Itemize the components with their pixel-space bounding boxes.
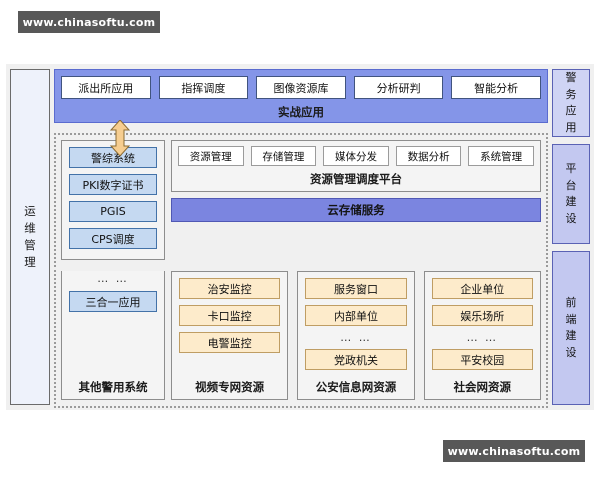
resource-box-enterprise-unit[interactable]: 企业单位	[431, 278, 533, 299]
front-end-resources-region: … … 三合一应用 其他警用系统 治安监控 卡口监控 电警监控 视频专网资源 服…	[54, 265, 548, 408]
ops-management-column: 运维管理	[10, 69, 50, 405]
app-box-command-dispatch[interactable]: 指挥调度	[158, 76, 249, 99]
resource-box-checkpoint-monitor[interactable]: 卡口监控	[179, 305, 281, 326]
resource-group-social-network-caption: 社会网资源	[453, 380, 512, 394]
resource-box-party-government[interactable]: 党政机关	[305, 349, 407, 370]
legacy-systems-panel: 警综系统 PKI数字证书 PGIS CPS调度	[61, 140, 165, 260]
app-box-image-library[interactable]: 图像资源库	[256, 76, 346, 99]
legacy-box-cps[interactable]: CPS调度	[69, 228, 157, 249]
applications-row: 派出所应用 指挥调度 图像资源库 分析研判 智能分析	[61, 76, 541, 99]
resource-box-internal-unit[interactable]: 内部单位	[305, 305, 407, 326]
legacy-box-sanheyi[interactable]: 三合一应用	[69, 291, 157, 312]
platform-box-media-distribution[interactable]: 媒体分发	[323, 146, 389, 166]
resource-box-traffic-police-monitor[interactable]: 电警监控	[179, 332, 281, 353]
resource-group-police-infonet-ellipsis: … …	[340, 331, 372, 344]
cloud-storage-service-bar[interactable]: 云存储服务	[171, 198, 541, 222]
platform-box-system-mgmt[interactable]: 系统管理	[468, 146, 534, 166]
double-arrow-up-down-icon	[109, 120, 131, 156]
tier-platform-construction: 平台建设	[552, 144, 590, 244]
legacy-ellipsis: … …	[97, 272, 129, 285]
resource-group-video-network: 治安监控 卡口监控 电警监控 视频专网资源	[171, 271, 289, 400]
resource-box-safe-campus[interactable]: 平安校园	[431, 349, 533, 370]
resource-group-police-infonet: 服务窗口 内部单位 … … 党政机关 公安信息网资源	[297, 271, 415, 400]
tier-platform-construction-label: 平台建设	[565, 162, 577, 225]
legacy-systems-caption: 其他警用系统	[78, 380, 148, 394]
resource-group-social-network-ellipsis: … …	[466, 331, 499, 344]
platform-modules-row: 资源管理 存储管理 媒体分发 数据分析 系统管理	[178, 146, 534, 166]
tier-front-end-construction-label: 前端建设	[565, 296, 577, 359]
resource-management-platform: 资源管理 存储管理 媒体分发 数据分析 系统管理 资源管理调度平台	[171, 140, 541, 192]
resource-group-video-network-caption: 视频专网资源	[195, 380, 265, 394]
app-box-intelligent-analysis[interactable]: 智能分析	[451, 76, 541, 99]
platform-caption: 资源管理调度平台	[310, 172, 402, 186]
ops-management-label: 运维管理	[24, 203, 36, 270]
tier-police-applications: 警务应用	[552, 69, 590, 137]
platform-box-resource-mgmt[interactable]: 资源管理	[178, 146, 244, 166]
tier-police-applications-label: 警务应用	[565, 71, 577, 134]
resource-box-service-window[interactable]: 服务窗口	[305, 278, 407, 299]
app-box-paichusuo[interactable]: 派出所应用	[61, 76, 151, 99]
tier-front-end-construction: 前端建设	[552, 251, 590, 405]
resource-box-entertainment-venue[interactable]: 娱乐场所	[431, 305, 533, 326]
watermark-bottom: www.chinasoftu.com	[443, 440, 585, 462]
platform-stack: 资源管理 存储管理 媒体分发 数据分析 系统管理 资源管理调度平台 云存储服务	[171, 140, 541, 260]
tier-column: 警务应用 平台建设 前端建设	[552, 69, 590, 405]
applications-band-caption: 实战应用	[278, 105, 324, 119]
platform-box-data-analysis[interactable]: 数据分析	[395, 146, 462, 166]
resource-group-social-network: 企业单位 娱乐场所 … … 平安校园 社会网资源	[423, 271, 541, 400]
resource-box-public-security-monitor[interactable]: 治安监控	[179, 278, 281, 299]
watermark-top: www.chinasoftu.com	[18, 11, 160, 33]
app-box-analysis-judgement[interactable]: 分析研判	[353, 76, 444, 99]
legacy-box-pki[interactable]: PKI数字证书	[69, 174, 157, 195]
legacy-box-jingzong[interactable]: 警综系统	[69, 147, 157, 168]
architecture-diagram: 运维管理 派出所应用 指挥调度 图像资源库 分析研判 智能分析 实战应用 警综系…	[6, 64, 594, 410]
applications-band: 派出所应用 指挥调度 图像资源库 分析研判 智能分析 实战应用	[54, 69, 548, 156]
legacy-box-pgis[interactable]: PGIS	[69, 201, 157, 222]
resource-groups: 治安监控 卡口监控 电警监控 视频专网资源 服务窗口 内部单位 … … 党政机关…	[171, 271, 541, 400]
resource-group-police-infonet-caption: 公安信息网资源	[315, 380, 397, 394]
platform-box-storage-mgmt[interactable]: 存储管理	[250, 146, 317, 166]
center-stack: 派出所应用 指挥调度 图像资源库 分析研判 智能分析 实战应用 警综系统 PKI…	[54, 69, 548, 408]
legacy-systems-panel-lower: … … 三合一应用 其他警用系统	[61, 271, 165, 400]
platform-region: 警综系统 PKI数字证书 PGIS CPS调度 资源管理 存储管理 媒体分发 数…	[54, 133, 548, 267]
